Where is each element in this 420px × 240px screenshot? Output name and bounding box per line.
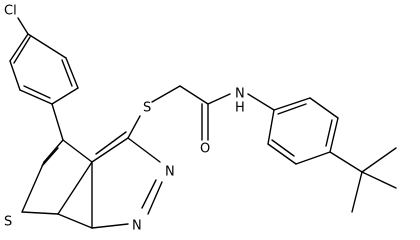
bond-thiophene-1-inner bbox=[41, 147, 59, 167]
bond-c7a-s bbox=[57, 213, 93, 229]
bond-c4-n3 bbox=[127, 137, 161, 163]
atom-label-o: O bbox=[200, 142, 210, 157]
atom-label-s-thioether: S bbox=[143, 101, 151, 116]
bond-biaryl bbox=[51, 103, 64, 141]
bond-c4a-c4 bbox=[91, 137, 129, 163]
bond-ring-a-5-inner bbox=[61, 59, 73, 87]
bond-tbu-me-1 bbox=[361, 147, 397, 173]
bond-layer bbox=[9, 17, 397, 229]
bond-ring-b-4-inner bbox=[325, 119, 333, 147]
bond-thiophene-2 bbox=[21, 161, 45, 213]
bond-thiophene-s-c bbox=[21, 211, 59, 215]
atom-label-h-amide: H bbox=[235, 101, 245, 116]
bond-n3-c2 bbox=[147, 181, 163, 215]
bond-tbu-me-3 bbox=[351, 171, 363, 213]
bond-co-n bbox=[207, 93, 231, 105]
bond-ring-a-4 bbox=[51, 87, 79, 105]
bond-tbu-me-2 bbox=[361, 171, 397, 189]
bond-c5-c4a bbox=[62, 139, 93, 163]
atom-label-n-ring-1: N bbox=[165, 165, 175, 180]
bond-ring-b-1 bbox=[267, 109, 275, 145]
atom-label-s-thiophene: S bbox=[4, 215, 12, 230]
bond-n-ring bbox=[247, 93, 275, 111]
bond-ring-a-3 bbox=[19, 89, 53, 105]
atom-label-n-amide: N bbox=[235, 87, 245, 102]
bond-ring-b-6-inner bbox=[277, 103, 307, 115]
bond-ring-a-5 bbox=[65, 57, 79, 89]
bond-ring-a-1 bbox=[9, 33, 29, 62]
bond-thiophene-1 bbox=[43, 139, 64, 163]
bond-ring-a-3-inner bbox=[23, 85, 51, 99]
bond-ring-b-3 bbox=[295, 151, 331, 165]
bond-n1-c7a bbox=[91, 223, 129, 229]
atom-label-n-ring-2: N bbox=[132, 219, 142, 234]
bond-c4a-c4-inner bbox=[95, 131, 127, 155]
bond-thiophene-fused bbox=[57, 161, 93, 215]
bond-ring-a-1-inner bbox=[13, 36, 31, 64]
atom-label-cl: Cl bbox=[4, 4, 17, 19]
bond-ring-b-6 bbox=[273, 97, 311, 111]
bond-ring-b-2 bbox=[267, 143, 297, 165]
bond-n3-c2-inner bbox=[141, 179, 157, 209]
bond-s-ch2 bbox=[151, 85, 181, 103]
bond-ring-a-6 bbox=[27, 33, 67, 59]
bond-ring-b-5 bbox=[309, 97, 339, 119]
bond-tbu-quat bbox=[329, 151, 363, 173]
bond-c4-s bbox=[127, 115, 141, 139]
bond-ring-a-2 bbox=[9, 60, 21, 91]
bond-ch2-co bbox=[179, 85, 209, 105]
bond-ring-b-4 bbox=[329, 117, 339, 153]
bond-ring-b-2-inner bbox=[271, 139, 295, 157]
bond-cl-ring bbox=[17, 17, 29, 35]
